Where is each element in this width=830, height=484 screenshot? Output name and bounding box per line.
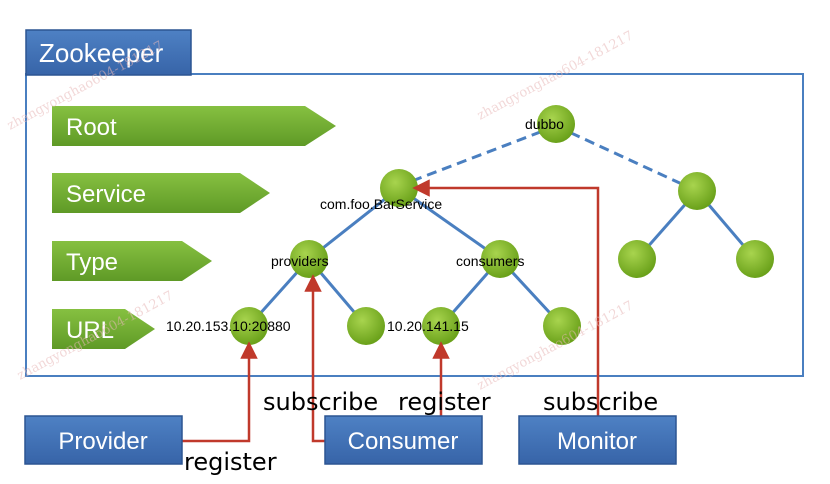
actor-provider-label: Provider [58,428,147,455]
node-service [380,169,418,207]
level-root-label: Root [66,114,117,141]
label-monitor-subscribe: subscribe [543,388,658,416]
edge-root-service [398,124,557,188]
node-consumer-url-label: 10.20.141.15 [387,318,469,334]
level-type-label: Type [66,249,118,276]
node-providers-label: providers [271,253,329,269]
node-consumer-url2 [543,307,581,345]
edge-service-consumers [398,186,501,261]
node-other-child2 [736,240,774,278]
actor-consumer: Consumer [324,415,483,465]
label-consumer-subscribe: subscribe [263,388,378,416]
node-consumer-url [422,307,460,345]
node-provider-url-label: 10.20.153.10:20880 [166,318,291,334]
zookeeper-title: Zookeeper [39,38,164,68]
level-service-label: Service [66,181,146,208]
level-url-label: URL [66,317,114,344]
node-other-service [678,172,716,210]
actor-monitor-label: Monitor [557,428,637,455]
level-type: Type [52,241,212,281]
edge-service-providers [308,186,400,261]
node-providers [290,240,328,278]
node-consumers-label: consumers [456,253,524,269]
node-root-label: dubbo [525,116,564,132]
label-consumer-register: register [398,388,491,416]
actor-provider: Provider [24,415,183,465]
node-root [537,105,575,143]
level-service: Service [52,173,270,213]
label-provider-register: register [184,448,277,476]
arrow-provider-register [182,341,258,443]
node-service-label: com.foo.BarService [320,196,442,212]
node-other-child1 [618,240,656,278]
actor-monitor: Monitor [518,415,677,465]
node-provider-url [230,307,268,345]
arrow-monitor-subscribe [412,179,600,420]
node-consumers [481,240,519,278]
level-url: URL [52,309,155,349]
node-provider-url2 [347,307,385,345]
edge-root-other-service [555,124,698,193]
tree-nodes [230,105,774,345]
actor-consumer-label: Consumer [348,428,459,455]
zookeeper-tab [25,29,192,76]
level-root: Root [52,106,336,146]
